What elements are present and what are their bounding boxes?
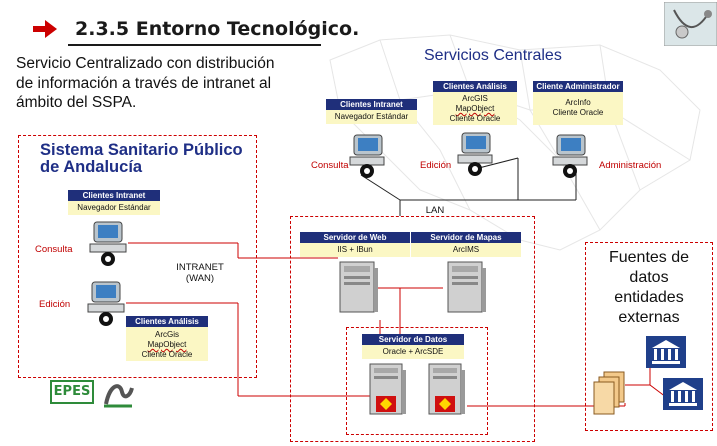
box-line: Cliente Oracle bbox=[552, 108, 604, 117]
institution-building-icon bbox=[646, 336, 686, 368]
database-server-icon bbox=[369, 363, 406, 415]
data-server-box-title: Servidor de Datos bbox=[362, 334, 464, 345]
sspa-intranet-box-body: Navegador Estándar bbox=[68, 201, 160, 215]
workstation-icon bbox=[457, 132, 493, 176]
workstation-icon bbox=[89, 221, 127, 266]
web-server-icon bbox=[339, 261, 378, 313]
fuentes-line: datos bbox=[629, 269, 669, 286]
map-server-box-body: ArcIMS bbox=[411, 243, 521, 257]
fuentes-line: entidades bbox=[614, 289, 684, 306]
intro-line: Servicio Centralizado con distribución bbox=[16, 55, 275, 72]
documents-icon bbox=[593, 371, 625, 415]
central-administracion-label: Administración bbox=[599, 160, 662, 171]
data-server-region bbox=[346, 327, 488, 435]
page-title: 2.3.5 Entorno Tecnológico. bbox=[75, 18, 360, 40]
sspa-intranet-box-title: Clientes Intranet bbox=[68, 190, 160, 201]
central-intranet-box-body: Navegador Estándar bbox=[326, 110, 417, 124]
institution-building-icon bbox=[663, 378, 703, 410]
workstation-icon bbox=[349, 134, 385, 178]
sas-logo bbox=[104, 384, 134, 408]
box-line: Navegador Estándar bbox=[334, 112, 409, 121]
lan-label: LAN bbox=[425, 205, 445, 216]
box-line: IIS + IBun bbox=[337, 245, 373, 254]
box-line: ArcGIS bbox=[462, 94, 488, 103]
intro-line: ámbito del SSPA. bbox=[16, 94, 137, 111]
sspa-heading-line: de Andalucía bbox=[40, 158, 143, 176]
sspa-consulta-label: Consulta bbox=[35, 244, 73, 255]
sspa-region bbox=[18, 135, 257, 378]
central-admin-box-title: Cliente Administrador bbox=[533, 81, 623, 92]
map-server-icon bbox=[447, 261, 486, 313]
map-server-box-title: Servidor de Mapas bbox=[411, 232, 521, 243]
intranet-label: INTRANET (WAN) bbox=[165, 262, 235, 284]
sspa-edicion-label: Edición bbox=[39, 299, 71, 310]
fuentes-line: Fuentes de bbox=[608, 249, 690, 266]
box-line: Cliente Oracle bbox=[449, 114, 501, 123]
web-server-box-title: Servidor de Web bbox=[300, 232, 410, 243]
central-consulta-label: Consulta bbox=[311, 160, 349, 171]
workstation-icon bbox=[552, 134, 588, 178]
central-edicion-label: Edición bbox=[420, 160, 452, 171]
fuentes-heading: Fuentes de datos entidades externas bbox=[597, 248, 701, 328]
sspa-heading-line: Sistema Sanitario Público bbox=[40, 141, 243, 159]
central-analisis-box-title: Clientes Análisis bbox=[433, 81, 517, 92]
central-intranet-box-title: Clientes Intranet bbox=[326, 99, 417, 110]
web-server-box-body: IIS + IBun bbox=[300, 243, 410, 257]
intro-text: Servicio Centralizado con distribución d… bbox=[16, 54, 311, 113]
intro-line: de información a través de intranet al bbox=[16, 74, 272, 92]
box-line: ArcIMS bbox=[452, 245, 480, 254]
central-analisis-box-body: ArcGIS MapObject Cliente Oracle bbox=[433, 92, 517, 125]
fuentes-region bbox=[585, 242, 713, 431]
box-line: MapObject bbox=[147, 340, 187, 349]
epes-logo: EPES bbox=[50, 380, 94, 404]
data-server-box-body: Oracle + ArcSDE bbox=[362, 345, 464, 359]
box-line: MapObject bbox=[455, 104, 495, 113]
lan-bus-lines bbox=[360, 157, 577, 216]
central-admin-box-body: ArcInfo Cliente Oracle bbox=[533, 92, 623, 125]
stethoscope-photo-icon bbox=[664, 2, 717, 46]
intranet-line: INTRANET bbox=[176, 262, 224, 273]
sspa-heading: Sistema Sanitario Público de Andalucía bbox=[40, 142, 243, 176]
servicios-centrales-heading: Servicios Centrales bbox=[424, 47, 562, 64]
title-underline bbox=[68, 44, 321, 46]
intranet-line: (WAN) bbox=[185, 273, 215, 284]
box-line: Navegador Estándar bbox=[77, 203, 151, 212]
database-server-icon bbox=[428, 363, 465, 415]
sspa-analisis-box-body: ArcGis MapObject Cliente Oracle bbox=[126, 327, 208, 361]
box-line: ArcGis bbox=[155, 330, 179, 339]
sspa-analisis-box-title: Clientes Análisis bbox=[126, 316, 208, 327]
box-line: Cliente Oracle bbox=[141, 350, 193, 359]
box-line: ArcInfo bbox=[565, 98, 591, 107]
fuentes-line: externas bbox=[618, 309, 680, 326]
title-arrow-icon bbox=[33, 20, 57, 38]
workstation-icon bbox=[87, 281, 125, 326]
servers-region bbox=[290, 216, 535, 442]
box-line: Oracle + ArcSDE bbox=[382, 347, 444, 356]
